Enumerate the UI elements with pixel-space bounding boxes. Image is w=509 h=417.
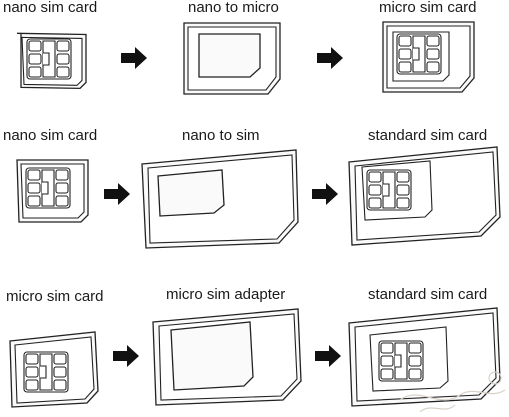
row1-nano-sim-card (17, 32, 87, 90)
row1-nano-to-micro-adapter (183, 22, 281, 95)
row3-adapter-label: micro sim adapter (166, 286, 286, 303)
right-arrow-icon (104, 183, 130, 205)
row3-micro-sim-adapter (152, 308, 302, 406)
row1-adapter-label: nano to micro (188, 0, 279, 16)
row2-source-label: nano sim card (3, 127, 98, 144)
sim-chip-icon (25, 167, 71, 209)
row2-result-label: standard sim card (368, 127, 488, 144)
sim-chip-icon (366, 169, 412, 211)
sim-chip-icon (378, 340, 424, 382)
row1-result-label: micro sim card (379, 0, 477, 16)
row2-adapter-label: nano to sim (182, 127, 260, 144)
sim-chip-icon (396, 33, 442, 75)
row3-micro-sim-card (9, 331, 99, 408)
row3-standard-sim-card (348, 307, 501, 407)
row3-source-label: micro sim card (6, 288, 104, 305)
row1-source-label: nano sim card (3, 0, 98, 16)
right-arrow-icon (315, 345, 341, 367)
decorative-flourish-icon (399, 371, 506, 413)
row3-result-label: standard sim card (368, 286, 488, 303)
row2-nano-sim-card (16, 159, 89, 223)
right-arrow-icon (317, 47, 343, 69)
right-arrow-icon (121, 47, 147, 69)
right-arrow-icon (113, 345, 139, 367)
row2-nano-to-sim-adapter (141, 149, 299, 249)
sim-chip-icon (23, 351, 69, 393)
right-arrow-icon (312, 183, 338, 205)
row1-micro-sim-card (382, 21, 475, 93)
row2-standard-sim-card (348, 146, 501, 246)
sim-chip-icon (26, 38, 72, 80)
